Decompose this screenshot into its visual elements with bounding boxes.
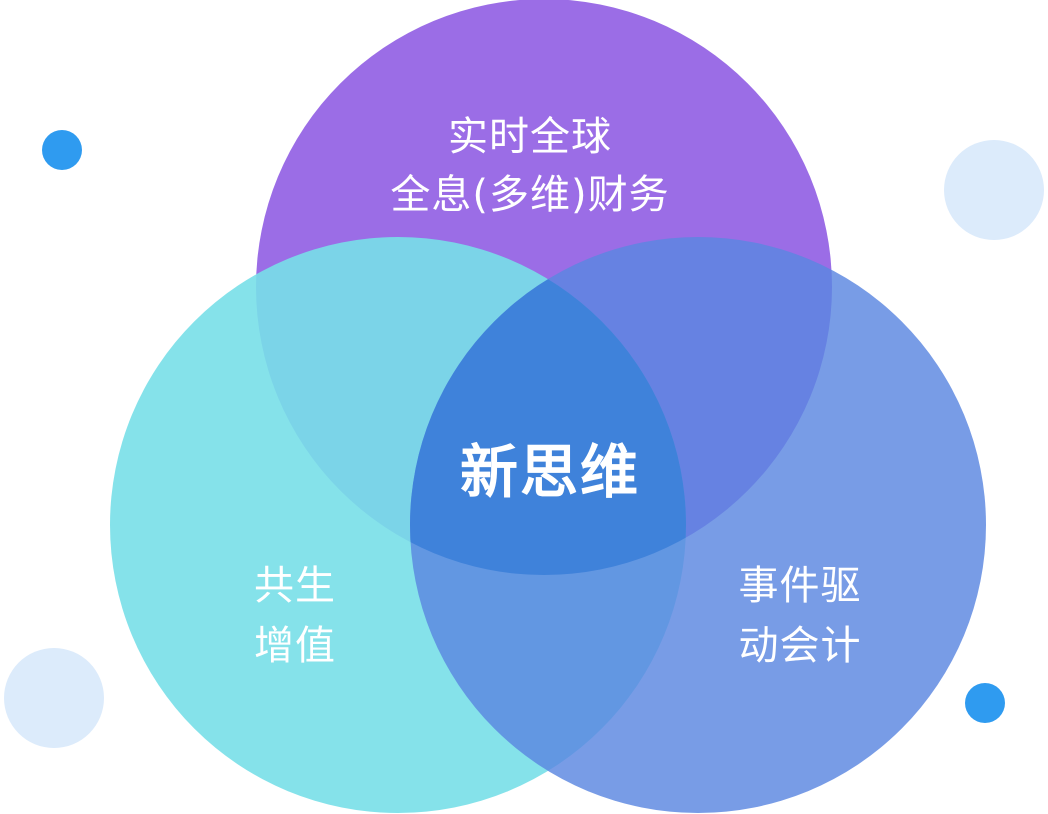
circle-top-label-line-2: 全息(多维)财务 [390, 172, 670, 218]
circle-right-label: 事件驱 动会计 [700, 556, 900, 676]
decorative-dot-top-left [42, 130, 82, 170]
circle-right-label-line-2: 动会计 [738, 623, 862, 669]
center-overlap [410, 237, 686, 575]
center-label: 新思维 [459, 438, 640, 506]
circle-top-label-line-1: 实时全球 [448, 114, 612, 160]
decorative-dot-bottom-left [4, 648, 104, 748]
circle-top-label: 实时全球 全息(多维)财务 [360, 108, 700, 224]
circle-left-label-line-1: 共生 [254, 563, 336, 609]
circle-right-label-line-1: 事件驱 [738, 563, 862, 609]
circle-left-label-line-2: 增值 [254, 623, 336, 669]
decorative-dot-top-right [944, 140, 1044, 240]
decorative-dot-bottom-right [965, 683, 1005, 723]
circle-left-label: 共生 增值 [215, 556, 375, 676]
